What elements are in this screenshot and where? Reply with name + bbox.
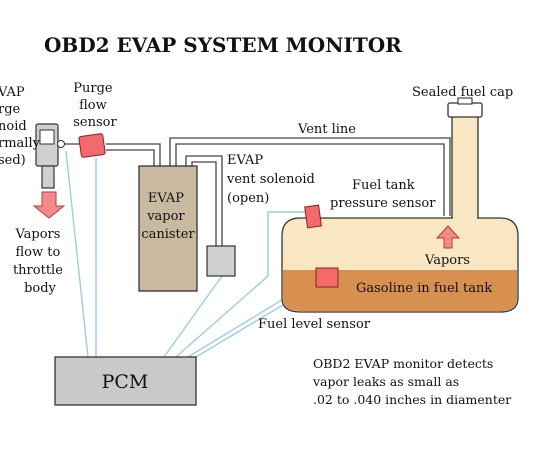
purge-solenoid-nozzle	[41, 165, 55, 189]
purge-to-canister-hose-inner	[106, 149, 155, 166]
sealed-fuel-cap-label: Sealed fuel cap	[412, 85, 513, 100]
purge-to-canister-hose	[106, 143, 161, 166]
vent-line-label: Vent line	[297, 122, 356, 137]
vapors-flow-arrow-icon	[32, 191, 66, 219]
vent-line-hose	[169, 137, 451, 216]
diagram-title: OBD2 EVAP SYSTEM MONITOR	[44, 33, 402, 57]
fuel-tank-pressure-sensor-label: Fuel tank pressure sensor	[330, 178, 436, 211]
sealed-fuel-cap	[447, 102, 483, 118]
canister-label: EVAP vapor canister	[141, 191, 195, 242]
fuel-tank-pressure-sensor	[304, 204, 323, 229]
filler-neck	[451, 112, 479, 226]
evap-vapor-canister	[138, 165, 198, 292]
vent-solenoid-hose	[185, 155, 223, 246]
purge-solenoid-window	[39, 129, 55, 145]
pcm-label: PCM	[102, 371, 149, 393]
gasoline-fill	[283, 270, 517, 311]
neck-joint	[453, 214, 477, 222]
fuel-tank	[281, 97, 519, 313]
purge-flow-sensor	[78, 133, 106, 158]
vapors-label: Vapors	[424, 253, 470, 268]
fuel-cap-knob	[457, 97, 473, 105]
wire-vent-solenoid	[163, 275, 223, 358]
purge-solenoid	[35, 123, 65, 189]
gasoline-label: Gasoline in fuel tank	[356, 281, 492, 296]
wire-pressure-sensor	[175, 211, 308, 358]
purge-flow-sensor-label: Purge flow sensor	[73, 81, 117, 130]
evap-vent-solenoid	[206, 245, 236, 277]
purge-solenoid-port	[57, 140, 65, 148]
vent-line-hose-inner	[175, 143, 445, 216]
fuel-level-sensor	[315, 267, 339, 288]
pcm-module	[54, 356, 197, 406]
purge-solenoid-label: VAP rge noid rmally sed)	[0, 85, 44, 168]
wire-purge-solenoid	[65, 150, 89, 358]
fuel-level-sensor-label: Fuel level sensor	[258, 317, 371, 332]
monitor-note: OBD2 EVAP monitor detects vapor leaks as…	[312, 356, 511, 407]
vapors-arrow-icon	[435, 225, 461, 249]
evap-vent-solenoid-label: EVAP vent solenoid (open)	[226, 153, 319, 206]
vapors-flow-label: Vapors flow to throttle body	[13, 227, 67, 296]
